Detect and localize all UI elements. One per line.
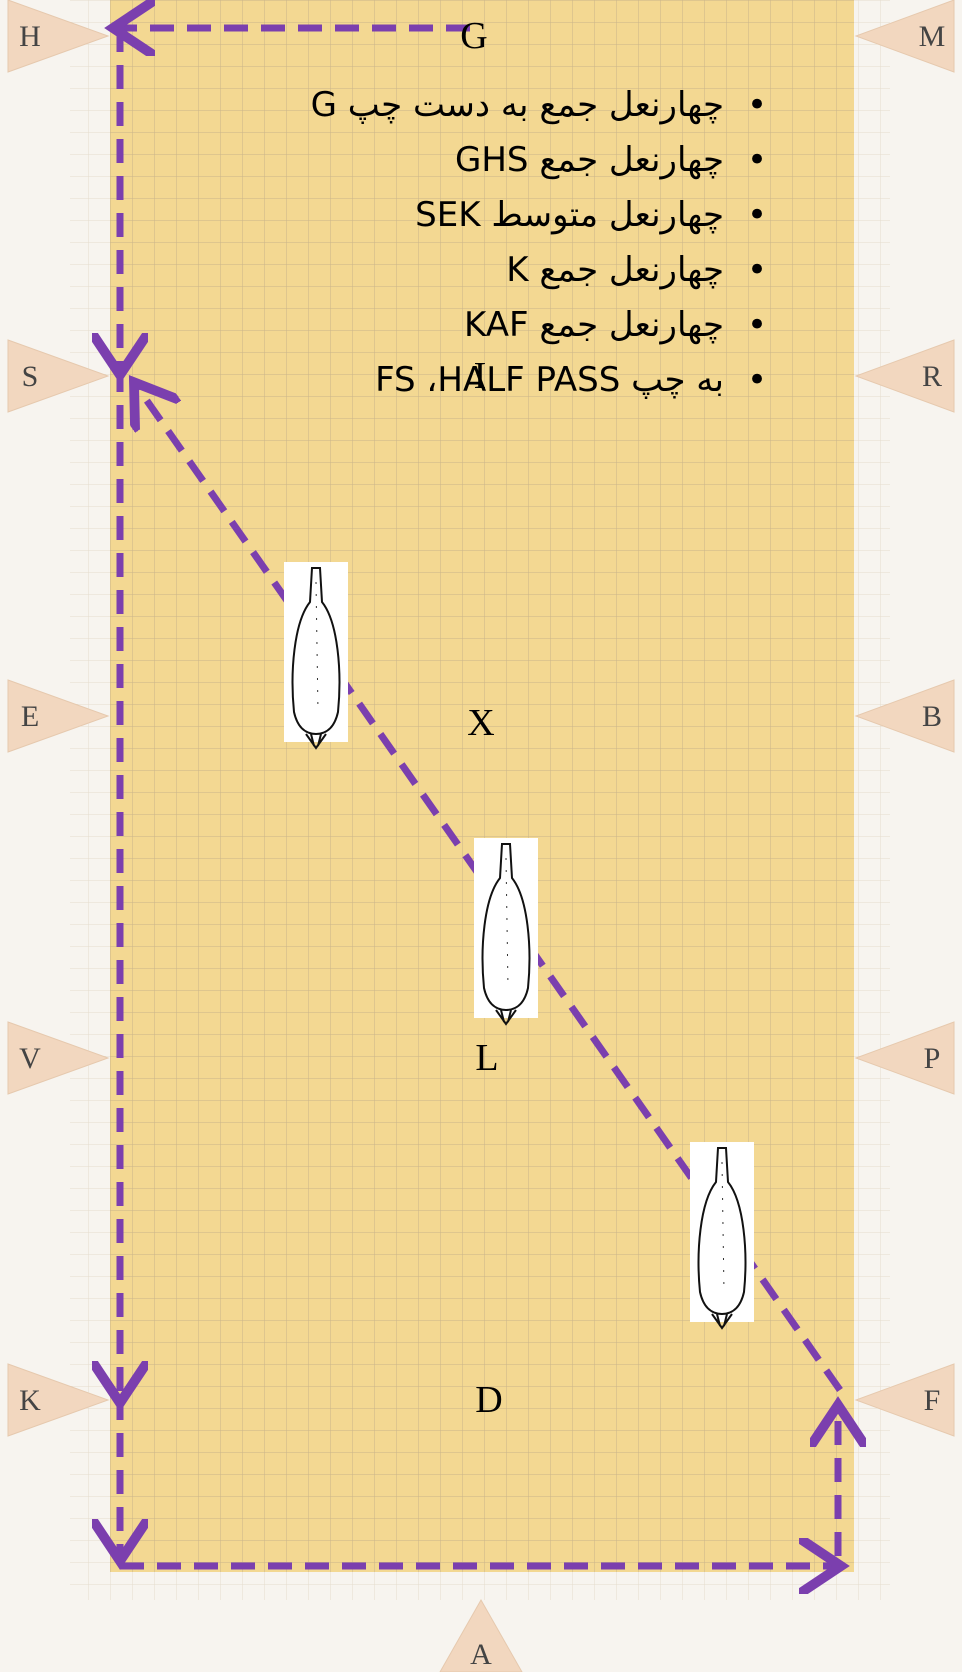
marker-k: K <box>7 1363 110 1437</box>
marker-letter: H <box>19 20 41 53</box>
marker-letter: P <box>924 1042 941 1075</box>
marker-letter: M <box>919 20 946 53</box>
marker-letter: E <box>21 700 39 733</box>
marker-letter: K <box>19 1384 41 1417</box>
marker-b: B <box>854 679 955 753</box>
letter-g: G <box>460 15 487 57</box>
horse-figure <box>284 562 348 750</box>
instruction-item: GHS چهارنعل جمع <box>311 133 782 188</box>
horse-figures <box>284 562 754 1330</box>
arena-markers: H S E V K M R B P F A <box>7 0 955 1672</box>
marker-letter: S <box>22 360 39 393</box>
marker-f: F <box>854 1363 955 1437</box>
horse-figure <box>690 1142 754 1330</box>
marker-e: E <box>7 679 110 753</box>
instruction-item: SEK چهارنعل متوسط <box>311 188 782 243</box>
instruction-list: G چهارنعل جمع به دست چپ GHS چهارنعل جمع … <box>311 78 782 408</box>
marker-s: S <box>7 339 110 413</box>
marker-v: V <box>7 1021 110 1095</box>
marker-h: H <box>7 0 110 73</box>
letter-d: D <box>475 1379 502 1421</box>
horse-figure <box>474 838 538 1026</box>
marker-letter: V <box>19 1042 41 1075</box>
marker-a: A <box>439 1598 523 1672</box>
instruction-item: FS ،HALF PASS به چپ <box>311 353 782 408</box>
letter-x: X <box>467 702 494 744</box>
marker-letter: B <box>922 700 942 733</box>
letter-l: L <box>475 1037 498 1079</box>
instruction-item: K چهارنعل جمع <box>311 243 782 298</box>
marker-p: P <box>854 1021 955 1095</box>
instruction-item: KAF چهارنعل جمع <box>311 298 782 353</box>
marker-letter: R <box>922 360 942 393</box>
marker-m: M <box>854 0 955 73</box>
marker-letter: F <box>924 1384 941 1417</box>
marker-letter: A <box>470 1638 492 1671</box>
instruction-item: G چهارنعل جمع به دست چپ <box>311 78 782 133</box>
marker-r: R <box>854 339 955 413</box>
